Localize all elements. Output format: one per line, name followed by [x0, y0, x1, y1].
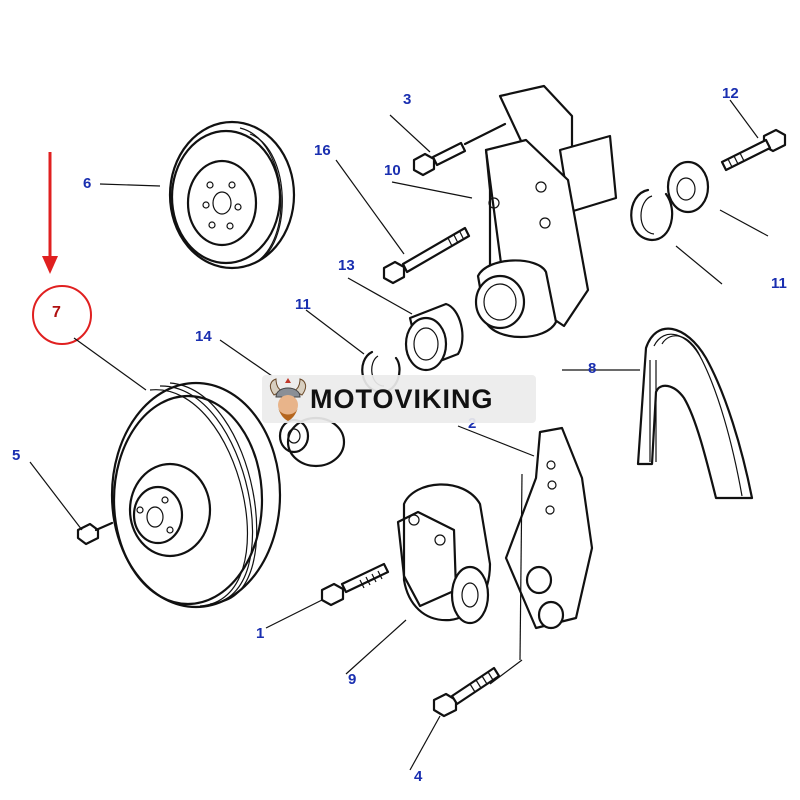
- viking-head-icon: [269, 378, 307, 421]
- callout-16: 16: [314, 142, 331, 159]
- callout-3: 3: [403, 91, 412, 108]
- bracket-part-2: [504, 426, 594, 630]
- callout-14: 14: [195, 328, 212, 345]
- callout-5: 5: [12, 447, 21, 464]
- large-pulley-part-7: [110, 381, 282, 609]
- callout-4: 4: [414, 768, 423, 785]
- long-bolt-part-16: [382, 226, 471, 285]
- red-indicator-arrow: [42, 152, 58, 274]
- callout-8: 8: [588, 360, 597, 377]
- watermark-text: MOTOVIKING: [310, 384, 494, 414]
- callout-12: 12: [722, 85, 739, 102]
- washer-part-12: [666, 160, 710, 214]
- callout-9: 9: [348, 671, 357, 688]
- callout-11-right: 11: [771, 275, 787, 292]
- callout-10: 10: [384, 162, 401, 179]
- callout-1: 1: [256, 625, 265, 642]
- belt-part-8: [636, 327, 754, 500]
- hub-part-14: [278, 416, 346, 468]
- bracket-part-10: [474, 84, 618, 339]
- bolt-part-4: [432, 666, 501, 718]
- tensioner-part-9: [396, 483, 492, 625]
- watermark-logo: MOTOVIKING: [262, 375, 536, 423]
- callout-11-left: 11: [295, 296, 311, 313]
- callout-2: 2: [468, 415, 477, 432]
- callout-6: 6: [83, 175, 92, 192]
- callout-7: 7: [52, 304, 61, 321]
- leader-lines: [29, 99, 769, 771]
- bolt-part-12: [720, 128, 787, 172]
- bolt-part-1: [320, 562, 390, 607]
- bolt-part-3: [412, 122, 507, 177]
- callout-13: 13: [338, 257, 355, 274]
- small-pulley-part-6: [168, 120, 296, 270]
- snap-ring-part-11-right: [630, 188, 674, 242]
- bolt-part-5: [76, 521, 114, 546]
- highlight-circle: [32, 285, 92, 345]
- bearing-part-13: [404, 302, 464, 372]
